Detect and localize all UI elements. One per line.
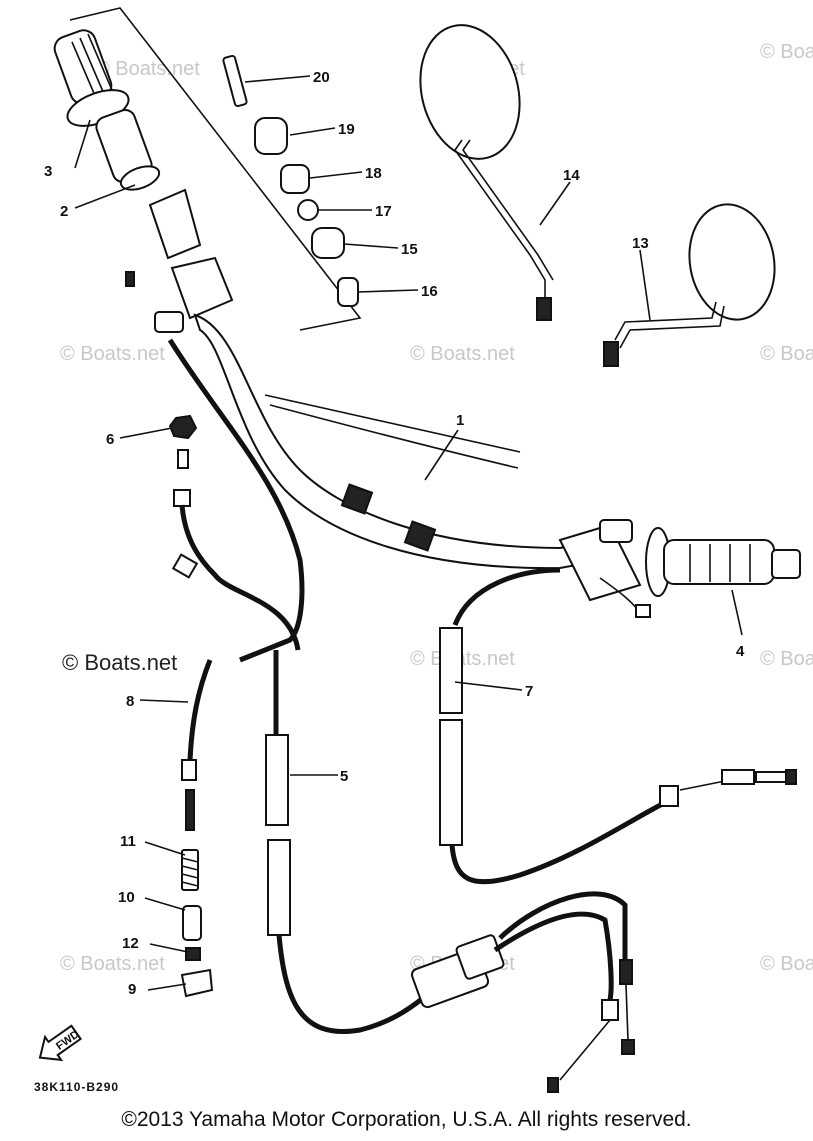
cable-8 [167,338,305,831]
watermark: © Boats.net [60,953,165,975]
callout-19: 19 [338,121,355,138]
watermark: © Boats.net [60,343,165,365]
cable-7 [439,567,797,885]
callout-7: 7 [525,683,533,700]
callout-2: 2 [60,203,68,220]
watermark-layer: © Boats.net © Boats.net © Boats.net © Bo… [60,41,813,975]
drawing-code: 38K110-B290 [34,1080,119,1094]
adjuster-parts [180,849,214,998]
watermark: © Boats.net [760,343,813,365]
callout-4: 4 [736,643,745,660]
left-grip [53,29,161,191]
callout-1: 1 [456,412,464,429]
bar-end-parts [222,54,359,307]
callout-3: 3 [44,163,52,180]
left-lever-housing [125,188,234,333]
callout-20: 20 [313,69,330,86]
callout-6: 6 [106,431,114,448]
callout-12: 12 [122,935,139,952]
watermark: © Boats.net [410,343,515,365]
callout-15: 15 [401,241,418,258]
callout-11: 11 [120,833,136,850]
copyright-notice: ©2013 Yamaha Motor Corporation, U.S.A. A… [121,1108,692,1131]
nut-6 [168,414,198,440]
watermark: © Boats.net [95,58,200,80]
callout-5: 5 [340,768,348,785]
diagram-drawing: © Boats.net © Boats.net © Boats.net © Bo… [34,7,813,1094]
callout-16: 16 [421,283,438,300]
right-grip [558,519,801,618]
group-boundary [69,7,362,331]
cable-junction [410,891,635,1093]
watermark: © Boats.net [760,41,813,63]
callouts: 20 19 18 17 15 16 14 13 3 2 1 6 4 7 8 5 … [44,69,745,998]
callout-8: 8 [126,693,134,710]
mirror-left [419,24,554,321]
handlebar [193,313,606,570]
fwd-arrow: FWD [38,1024,83,1062]
watermark-dark: © Boats.net [62,650,177,675]
watermark: © Boats.net [760,953,813,975]
watermark: © Boats.net [760,648,813,670]
callout-9: 9 [128,981,136,998]
callout-10: 10 [118,889,135,906]
leader-lines [74,75,743,991]
callout-18: 18 [365,165,382,182]
callout-14: 14 [563,167,580,184]
cable-5 [265,650,442,1034]
mirror-right [603,203,776,367]
callout-17: 17 [375,203,392,220]
callout-13: 13 [632,235,649,252]
